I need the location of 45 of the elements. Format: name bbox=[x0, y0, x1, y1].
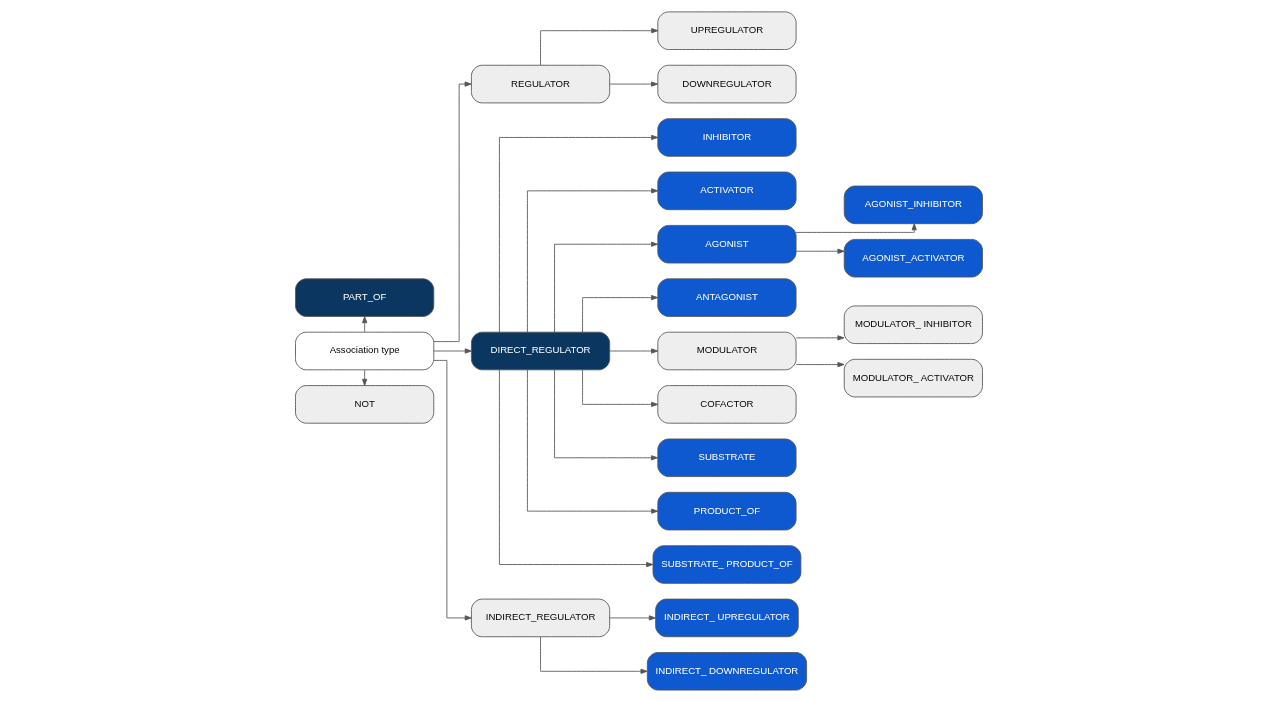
node-box: REGULATOR bbox=[470, 64, 610, 104]
arrow bbox=[608, 348, 658, 354]
arrow bbox=[432, 348, 472, 354]
arrow bbox=[361, 369, 367, 386]
node-box: INDIRECT_REGULATOR bbox=[470, 598, 610, 638]
node-box: NOT bbox=[294, 385, 434, 424]
node-box: PRODUCT_OF bbox=[656, 491, 797, 531]
node-box: INHIBITOR bbox=[656, 118, 797, 157]
node-box: ANTAGONIST bbox=[656, 278, 797, 317]
arrow bbox=[795, 223, 917, 233]
node-box: DOWNREGULATOR bbox=[656, 64, 797, 104]
arrow bbox=[498, 369, 653, 568]
arrow bbox=[539, 28, 658, 66]
arrow bbox=[498, 134, 658, 333]
arrow bbox=[433, 359, 472, 621]
arrow bbox=[432, 81, 472, 343]
arrow bbox=[553, 241, 658, 333]
node-box: PART_OF bbox=[294, 278, 434, 317]
arrow bbox=[526, 369, 658, 514]
node-box: AGONIST_INHIBITOR bbox=[843, 185, 983, 225]
arrow bbox=[795, 362, 844, 368]
arrow bbox=[539, 636, 648, 674]
node-box: AGONIST bbox=[656, 224, 797, 264]
node-box: AGONIST_ACTIVATOR bbox=[843, 239, 983, 278]
node-box: INDIRECT_ UPREGULATOR bbox=[654, 598, 799, 638]
node-box: MODULATOR_ ACTIVATOR bbox=[843, 358, 983, 398]
node-box: SUBSTRATE_ PRODUCT_OF bbox=[652, 545, 801, 584]
node-box: COFACTOR bbox=[656, 385, 797, 424]
arrow bbox=[795, 335, 844, 341]
node-box: MODULATOR bbox=[656, 331, 797, 371]
node-box: Association type bbox=[294, 331, 434, 371]
arrow bbox=[581, 295, 658, 333]
node-box: UPREGULATOR bbox=[656, 11, 797, 50]
node-box: DIRECT_REGULATOR bbox=[470, 331, 610, 371]
arrow bbox=[608, 81, 658, 87]
arrow bbox=[361, 316, 367, 333]
arrow bbox=[608, 615, 656, 621]
arrow bbox=[581, 369, 658, 407]
arrow bbox=[526, 188, 658, 333]
node-box: SUBSTRATE bbox=[656, 438, 797, 478]
node-box: MODULATOR_ INHIBITOR bbox=[843, 305, 983, 344]
node-box: ACTIVATOR bbox=[656, 171, 797, 211]
arrow bbox=[553, 369, 658, 461]
arrow bbox=[795, 248, 844, 254]
node-box: INDIRECT_ DOWNREGULATOR bbox=[646, 652, 807, 691]
